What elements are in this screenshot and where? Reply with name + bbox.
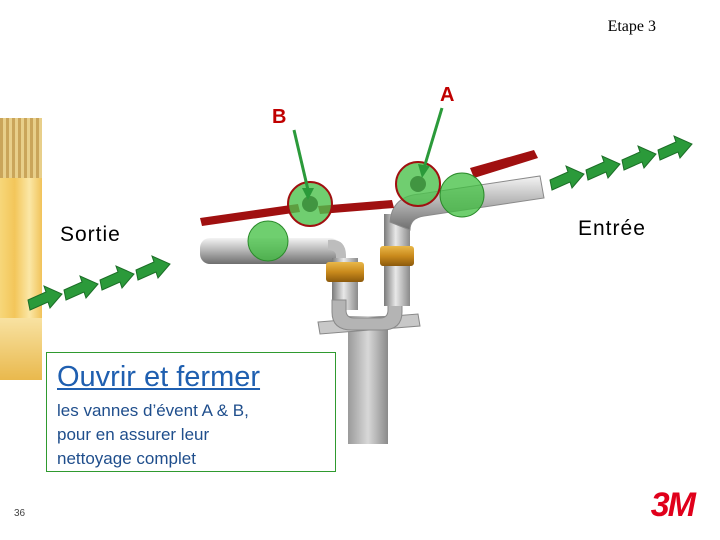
instruction-line: nettoyage complet (57, 449, 196, 468)
arrow-left-icon (585, 155, 621, 181)
inlet-valve-icon (439, 172, 485, 218)
instruction-box: Ouvrir et fermer les vannes d’évent A & … (46, 352, 336, 472)
arrow-left-icon (621, 145, 657, 171)
inlet-flow-arrows (549, 135, 693, 191)
arrow-left-icon (27, 285, 63, 311)
arrow-left-icon (549, 165, 585, 191)
instruction-line: les vannes d’évent A & B, (57, 401, 249, 420)
pointer-b (292, 129, 310, 191)
strip-band-bottom (0, 318, 42, 380)
arrow-left-icon (63, 275, 99, 301)
support-post (348, 316, 388, 444)
inlet-label: Entrée (578, 217, 646, 240)
instruction-line: pour en assurer leur (57, 425, 210, 444)
valve-a-label: A (440, 84, 455, 106)
pointer-a (422, 107, 444, 169)
vent-b-handle (318, 200, 394, 214)
strip-band-top (0, 118, 42, 178)
right-brass-nut (380, 246, 414, 266)
step-label: Etape 3 (607, 18, 656, 35)
arrow-left-icon (99, 265, 135, 291)
page-number: 36 (14, 508, 26, 519)
arrow-left-icon (135, 255, 171, 281)
instruction-text: les vannes d’évent A & B, pour en assure… (57, 399, 327, 471)
outlet-valve-icon (247, 220, 289, 262)
valve-b-label: B (272, 106, 287, 128)
outlet-label: Sortie (60, 223, 121, 246)
side-photo-strip (0, 118, 42, 380)
instruction-title: Ouvrir et fermer (57, 361, 261, 393)
outlet-valve-handle (200, 204, 300, 226)
brand-logo: 3M (650, 486, 696, 524)
outlet-flow-arrows (27, 255, 171, 311)
left-brass-nut (326, 262, 364, 282)
inlet-valve-handle (470, 150, 538, 178)
arrow-left-icon (657, 135, 693, 161)
